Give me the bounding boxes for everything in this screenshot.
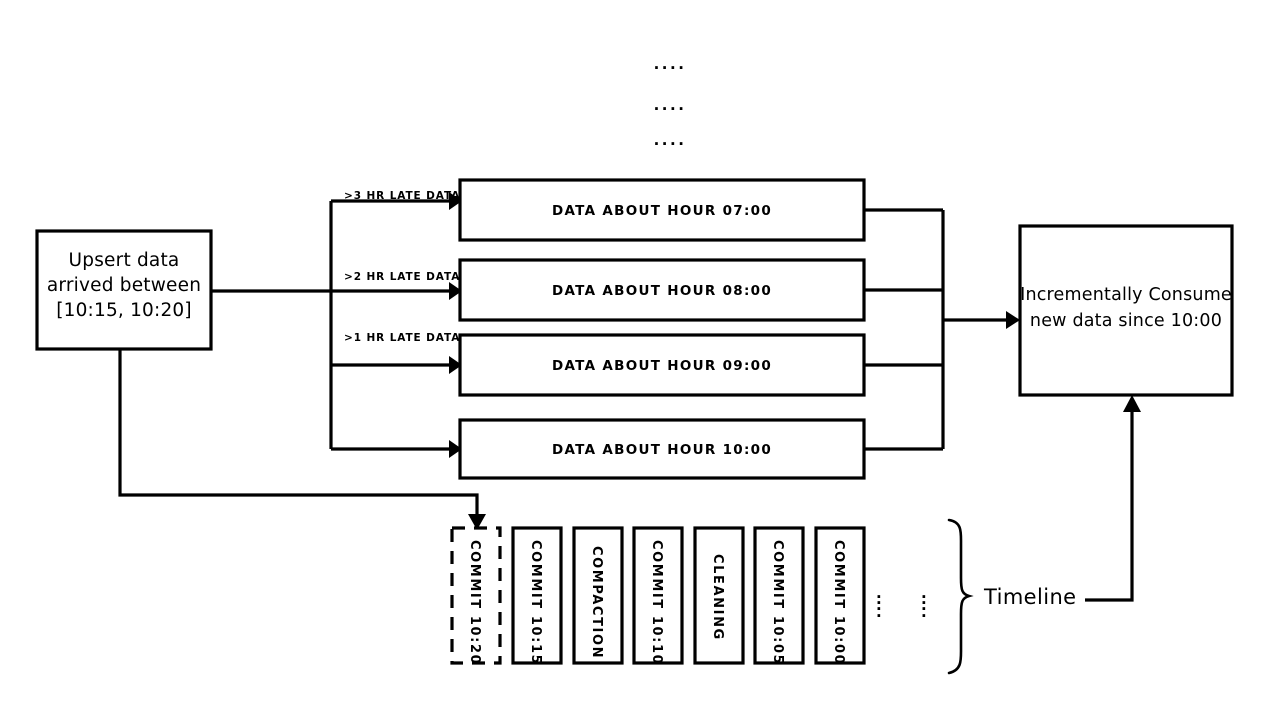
timeline-ellipsis-1: .... <box>876 584 882 621</box>
commit-box-label-7: COMMIT 10:00 <box>831 540 846 666</box>
timeline-to-sink-arrowhead <box>1123 395 1141 412</box>
branch-arrowhead-2 <box>449 282 462 300</box>
commit-box-rect-1[interactable] <box>450 526 502 665</box>
commit-box-label-1: COMMIT 10:20 <box>467 540 482 666</box>
timeline-to-sink-line <box>1085 412 1134 602</box>
commit-box-label-5: CLEANING <box>710 554 725 641</box>
hour-box-label-1: DATA ABOUT HOUR 07:00 <box>551 203 773 219</box>
timeline-brace <box>947 518 974 675</box>
timeline-ellipsis-2: .... <box>921 584 927 621</box>
hour-box-label-3: DATA ABOUT HOUR 09:00 <box>551 358 773 374</box>
commit-box-rect-7[interactable] <box>814 526 866 665</box>
hour-box-label-4: DATA ABOUT HOUR 10:00 <box>551 442 773 458</box>
hour-box-label-2: DATA ABOUT HOUR 08:00 <box>551 283 773 299</box>
commit-box-label-3: COMPACTION <box>589 546 604 660</box>
branch-arrowhead-3 <box>449 356 462 374</box>
timeline-label: Timeline <box>984 585 1077 609</box>
commit-box-label-2: COMMIT 10:15 <box>528 540 543 666</box>
upsert-data-box-rect[interactable] <box>35 229 213 351</box>
hour-box-rect-3[interactable] <box>458 333 866 397</box>
top-ellipsis-row-3: .... <box>653 131 687 149</box>
hour-box-rect-4[interactable] <box>458 418 866 480</box>
source-to-timeline-line <box>118 349 479 514</box>
merge-to-sink-arrowhead <box>1006 311 1020 329</box>
branch-arrowhead-1 <box>449 192 462 210</box>
branch-arrowhead-4 <box>449 440 462 458</box>
commit-box-label-6: COMMIT 10:05 <box>770 540 785 666</box>
edge-label-3hr-late: >3 HR LATE DATA <box>344 190 461 202</box>
incremental-consume-box-rect[interactable] <box>1018 224 1234 397</box>
top-ellipsis-row-2: .... <box>653 96 687 114</box>
hour-box-rect-1[interactable] <box>458 178 866 242</box>
commit-box-rect-2[interactable] <box>511 526 563 665</box>
hour-box-rect-2[interactable] <box>458 258 866 322</box>
commit-box-label-4: COMMIT 10:10 <box>649 540 664 666</box>
top-ellipsis-row-1: .... <box>653 55 687 73</box>
commit-box-rect-4[interactable] <box>632 526 684 665</box>
edge-label-1hr-late: >1 HR LATE DATA <box>344 332 461 344</box>
commit-box-rect-6[interactable] <box>753 526 805 665</box>
commit-box-rect-5[interactable] <box>693 526 745 665</box>
source-to-timeline-arrowhead <box>468 514 486 530</box>
edge-label-2hr-late: >2 HR LATE DATA <box>344 271 461 283</box>
commit-box-rect-3[interactable] <box>572 526 624 665</box>
